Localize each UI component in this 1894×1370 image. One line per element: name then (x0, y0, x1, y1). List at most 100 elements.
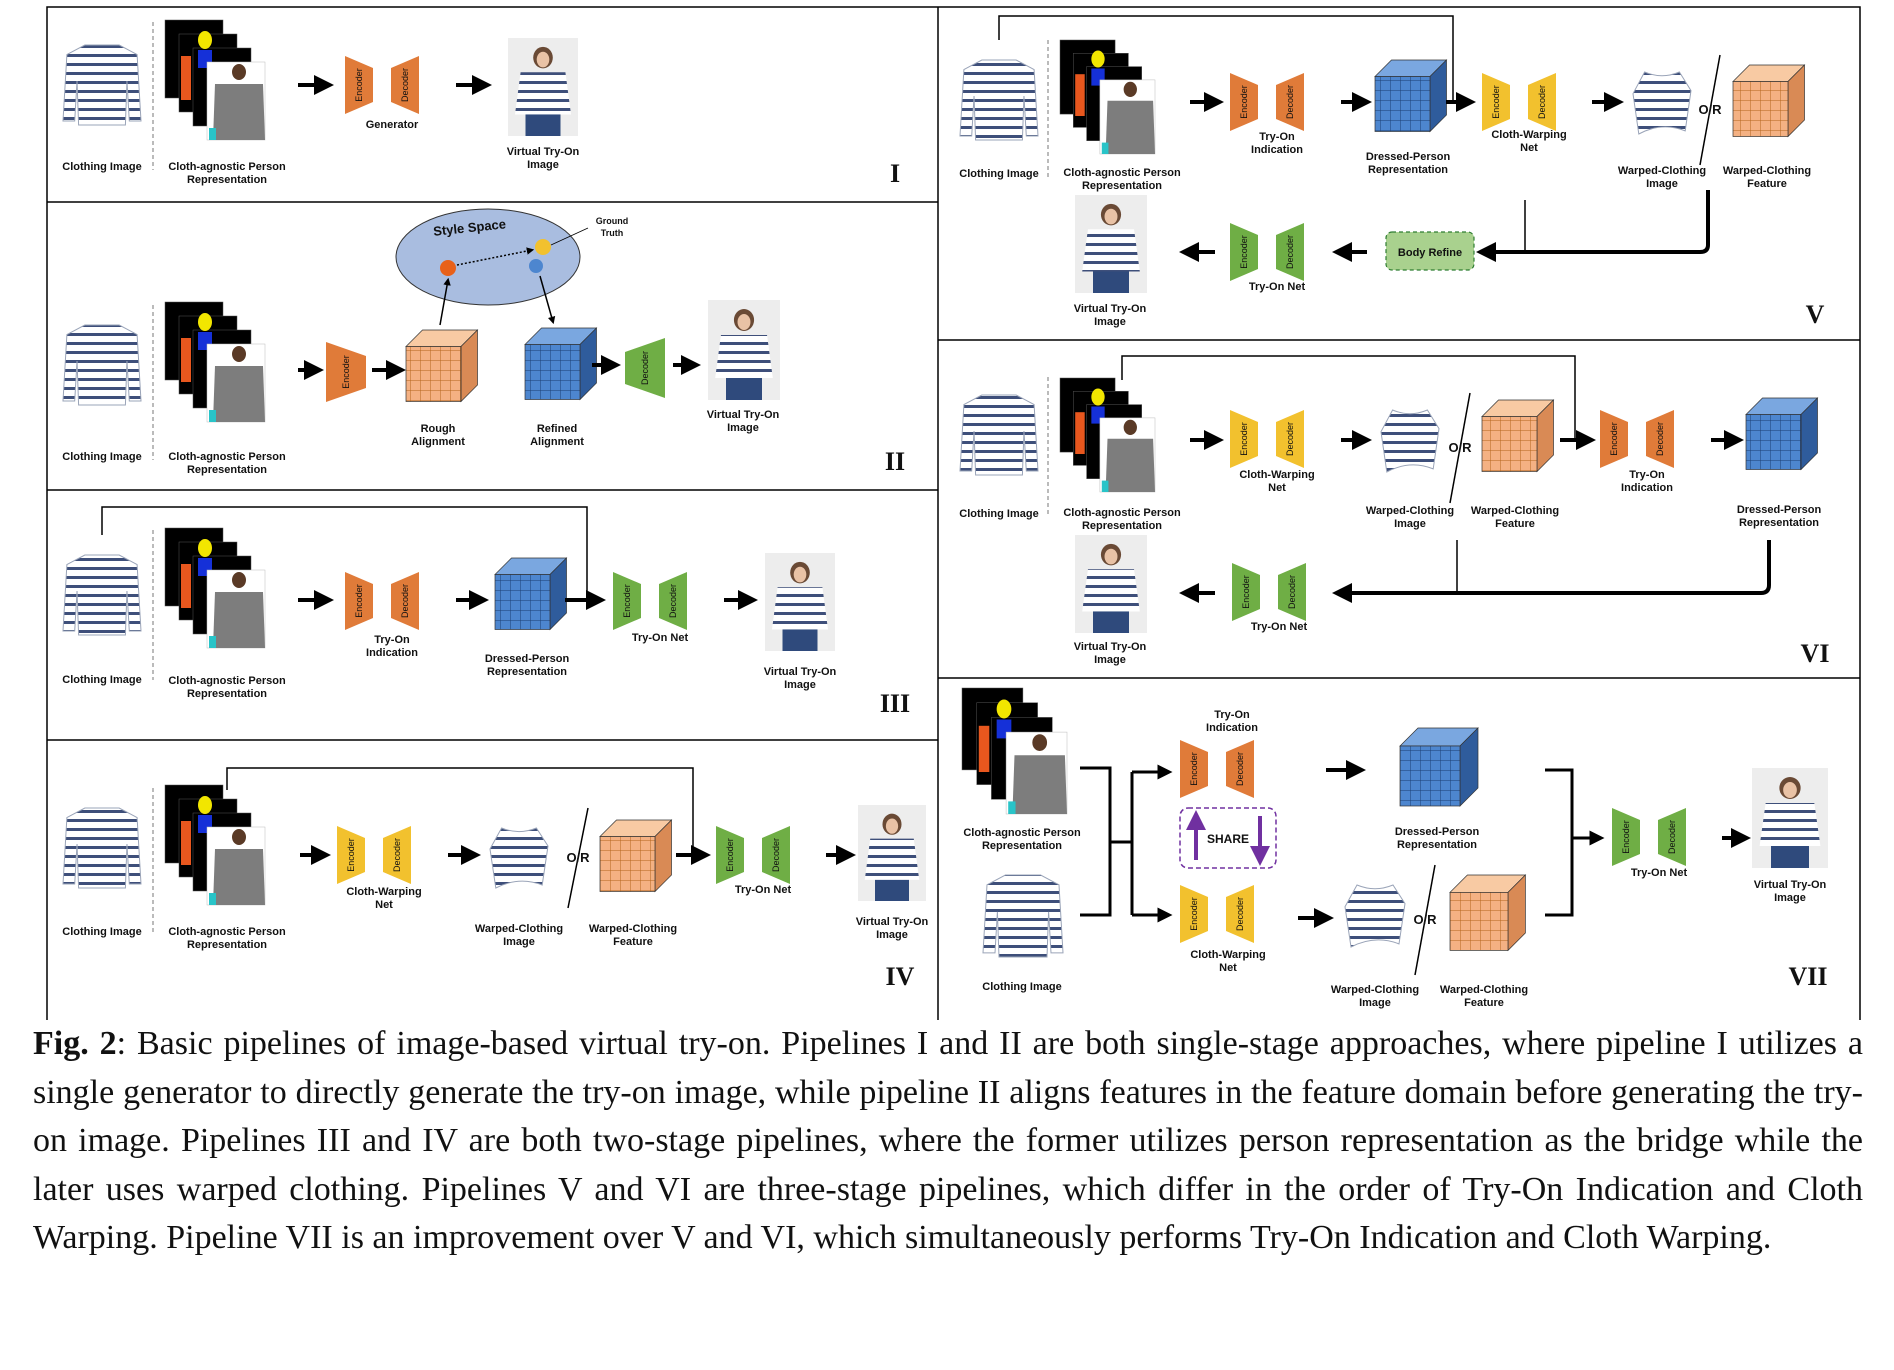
cloth-warping-net-label-line1: Cloth-Warping (346, 886, 421, 898)
photo-jeans (875, 879, 909, 901)
encoder-label: Encoder (1189, 897, 1199, 931)
cube-front (1745, 414, 1802, 470)
dressed-person-label-line1: Dressed-Person (1737, 504, 1822, 516)
sweater-shape (62, 44, 142, 126)
share-label: SHARE (1207, 832, 1249, 846)
decoder-block (1276, 410, 1304, 468)
photo-jeans (1771, 846, 1809, 868)
parsing-head (1091, 388, 1105, 406)
clothing-image-label: Clothing Image (62, 451, 141, 463)
clothing-image (959, 59, 1039, 141)
parsing-head (198, 539, 212, 557)
warped-shape (489, 827, 549, 889)
encoder-block (345, 56, 373, 114)
decoder-label: Decoder (1285, 422, 1295, 456)
warped-clothing-feature-label-line2: Feature (613, 936, 653, 948)
clothing-image-label: Clothing Image (62, 926, 141, 938)
encoder-block (1230, 73, 1258, 131)
photo-face (1104, 208, 1118, 225)
warped-clothing-image-label-line1: Warped-Clothing (475, 923, 563, 935)
person-representation-stack (961, 687, 1068, 815)
virtual-tryon-label-line2: Image (527, 159, 559, 171)
tryon-indication-label-line2: Indication (1251, 144, 1303, 156)
encoder-label: Encoder (1189, 752, 1199, 786)
tryon-result-image (508, 38, 578, 136)
encoder-label: Encoder (346, 838, 356, 872)
encoder-shape (326, 342, 366, 402)
decoder-block (383, 826, 411, 884)
pipeline-numeral: I (890, 159, 900, 188)
warped-clothing-image (1344, 884, 1406, 948)
warped-shape (1344, 884, 1406, 948)
warped-clothing-image-label-line1: Warped-Clothing (1618, 165, 1706, 177)
photo-jeans (1093, 611, 1129, 633)
tryon-indication-label-line2: Indication (1621, 482, 1673, 494)
photo-sweater (864, 838, 920, 880)
tryon-net-label: Try-On Net (1251, 621, 1308, 633)
agnostic-gray-region (1105, 438, 1155, 492)
refined-alignment-label-line1: Refined (537, 423, 577, 435)
virtual-tryon-label-line2: Image (727, 422, 759, 434)
tryon-net-label: Try-On Net (1249, 281, 1306, 293)
rough-alignment-label-line1: Rough (421, 423, 456, 435)
or-label: O/R (1448, 440, 1472, 455)
style-space-ellipse (395, 208, 581, 306)
cloth-agnostic-label-line1: Cloth-agnostic Person (963, 827, 1081, 839)
encoder-label: Encoder (622, 584, 632, 618)
decoder-label: Decoder (400, 584, 410, 618)
clothing-image (982, 874, 1064, 958)
agnostic-head (232, 572, 246, 588)
cloth-agnostic-label-line1: Cloth-agnostic Person (168, 926, 286, 938)
virtual-tryon-label-line2: Image (1094, 654, 1126, 666)
or-divider (567, 807, 589, 909)
virtual-tryon-label-line2: Image (1094, 316, 1126, 328)
figure-caption: Fig. 2: Basic pipelines of image-based v… (33, 1020, 1863, 1263)
parsing-arm (1075, 412, 1085, 454)
cloth-warping-net-label-line2: Net (1520, 142, 1538, 154)
cloth-agnostic-label-line1: Cloth-agnostic Person (168, 675, 286, 687)
agnostic-hand (209, 893, 216, 905)
photo-face (737, 314, 751, 330)
panel-frames (46, 6, 1861, 1020)
sweater-shape (62, 554, 142, 636)
cube-front (524, 344, 581, 400)
dressed-person-label-line2: Representation (1397, 839, 1477, 851)
decoder-block (1528, 73, 1556, 131)
caption-fig-label: Fig. 2 (33, 1025, 117, 1062)
rough-point (440, 260, 456, 276)
warped-clothing-image-label-line1: Warped-Clothing (1366, 505, 1454, 517)
person-representation-stack (164, 301, 266, 423)
tryon-result-image (1075, 535, 1147, 633)
tryon-indication-label-line1: Try-On (1214, 709, 1250, 721)
decoder-label: Decoder (1285, 85, 1295, 119)
or-divider (1699, 54, 1721, 166)
decoder-block (659, 572, 687, 630)
tryon-result-image (765, 553, 835, 651)
agnostic-gray-region (213, 366, 265, 422)
encoder-block (1180, 885, 1208, 943)
warped-clothing-image-label-line2: Image (1646, 178, 1678, 190)
ground-truth-label-2: Truth (601, 228, 624, 238)
agnostic-gray-region (213, 849, 265, 905)
warped-clothing-feature-cube (405, 329, 479, 403)
warped-clothing-image (489, 827, 549, 889)
connector-line (101, 506, 588, 600)
parsing-arm (181, 564, 191, 608)
dressed-person-label-line1: Dressed-Person (1395, 826, 1480, 838)
decoder-label: Decoder (1537, 85, 1547, 119)
encoder-block (1482, 73, 1510, 131)
encoder-block (613, 572, 641, 630)
encoder-block (345, 572, 373, 630)
warped-shape (1380, 409, 1440, 473)
decoder-label: Decoder (771, 838, 781, 872)
parsing-head (198, 796, 212, 814)
decoder-label: Decoder (1285, 235, 1295, 269)
tryon-indication-label-line2: Indication (1206, 722, 1258, 734)
